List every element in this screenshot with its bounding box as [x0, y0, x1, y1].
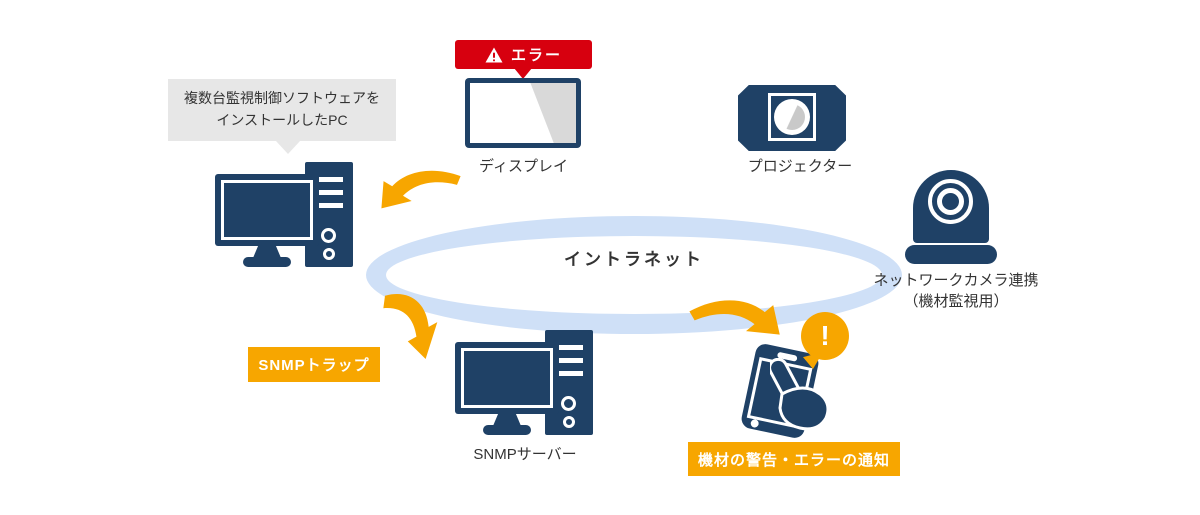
network-camera-icon [905, 170, 997, 264]
server-monitor [455, 342, 559, 414]
hand-icon [770, 358, 830, 431]
pc-callout: 複数台監視制御ソフトウェアを インストールしたPC [168, 79, 396, 141]
pc-callout-text: 複数台監視制御ソフトウェアを インストールしたPC [184, 90, 380, 128]
camera-label: ネットワークカメラ連携 （機材監視用） [873, 272, 1039, 310]
error-badge-pointer [514, 68, 532, 79]
display-label: ディスプレイ [479, 158, 568, 175]
snmp-trap-badge: SNMPトラップ [248, 347, 380, 382]
camera-lens [937, 188, 964, 215]
alert-mark: ! [820, 320, 830, 351]
arrow-display-to-pc-icon [381, 170, 461, 209]
snmp-server-icon [455, 328, 595, 438]
projector-icon [738, 85, 846, 151]
display-icon [465, 78, 581, 148]
arrow-pc-to-snmp-server-icon [383, 294, 438, 360]
error-badge: エラー [455, 40, 592, 69]
notification-badge: 機材の警告・エラーの通知 [688, 442, 900, 476]
pc-monitor [215, 174, 319, 246]
pc-icon [215, 160, 355, 270]
pc-callout-pointer [276, 141, 300, 154]
arrow-intranet-to-phone-icon [689, 300, 780, 335]
display-shine [530, 83, 576, 143]
warning-icon [485, 47, 503, 62]
alert-bubble: ! [801, 312, 849, 360]
projector-label: プロジェクター [747, 158, 853, 175]
snmp-server-label: SNMPサーバー [473, 446, 577, 463]
error-badge-label: エラー [510, 47, 562, 64]
intranet-label: イントラネット [564, 249, 704, 269]
